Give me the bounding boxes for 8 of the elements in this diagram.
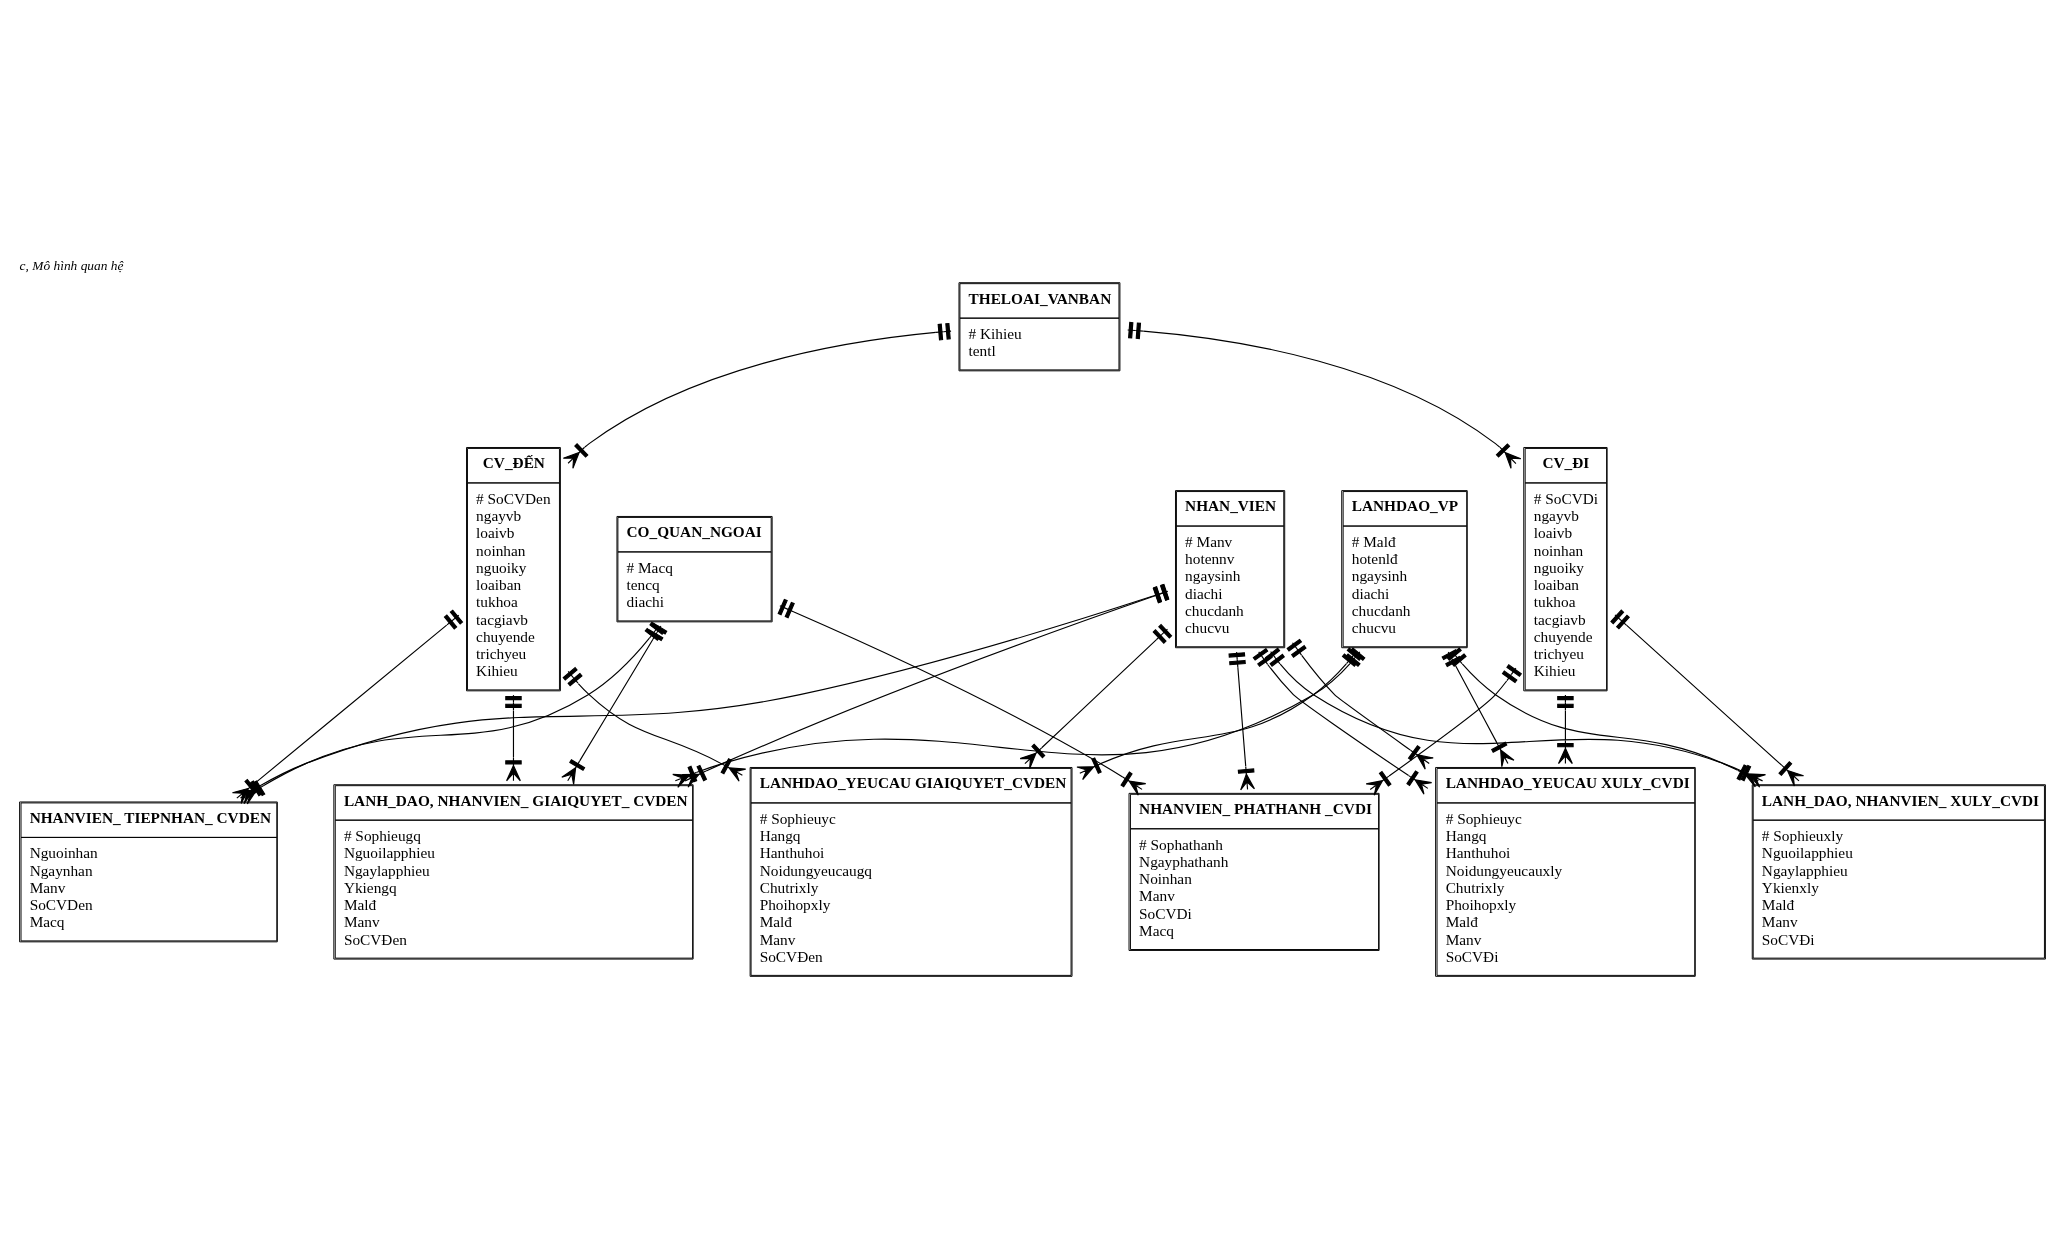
diagram-title: c, Mô hình quan hệ xyxy=(19,258,124,274)
connector xyxy=(1127,321,1522,469)
connector xyxy=(1252,647,1433,795)
connector xyxy=(777,598,1147,796)
connector xyxy=(562,666,747,782)
connector xyxy=(1228,651,1255,791)
connector xyxy=(1286,638,1434,770)
connector xyxy=(1365,664,1523,796)
